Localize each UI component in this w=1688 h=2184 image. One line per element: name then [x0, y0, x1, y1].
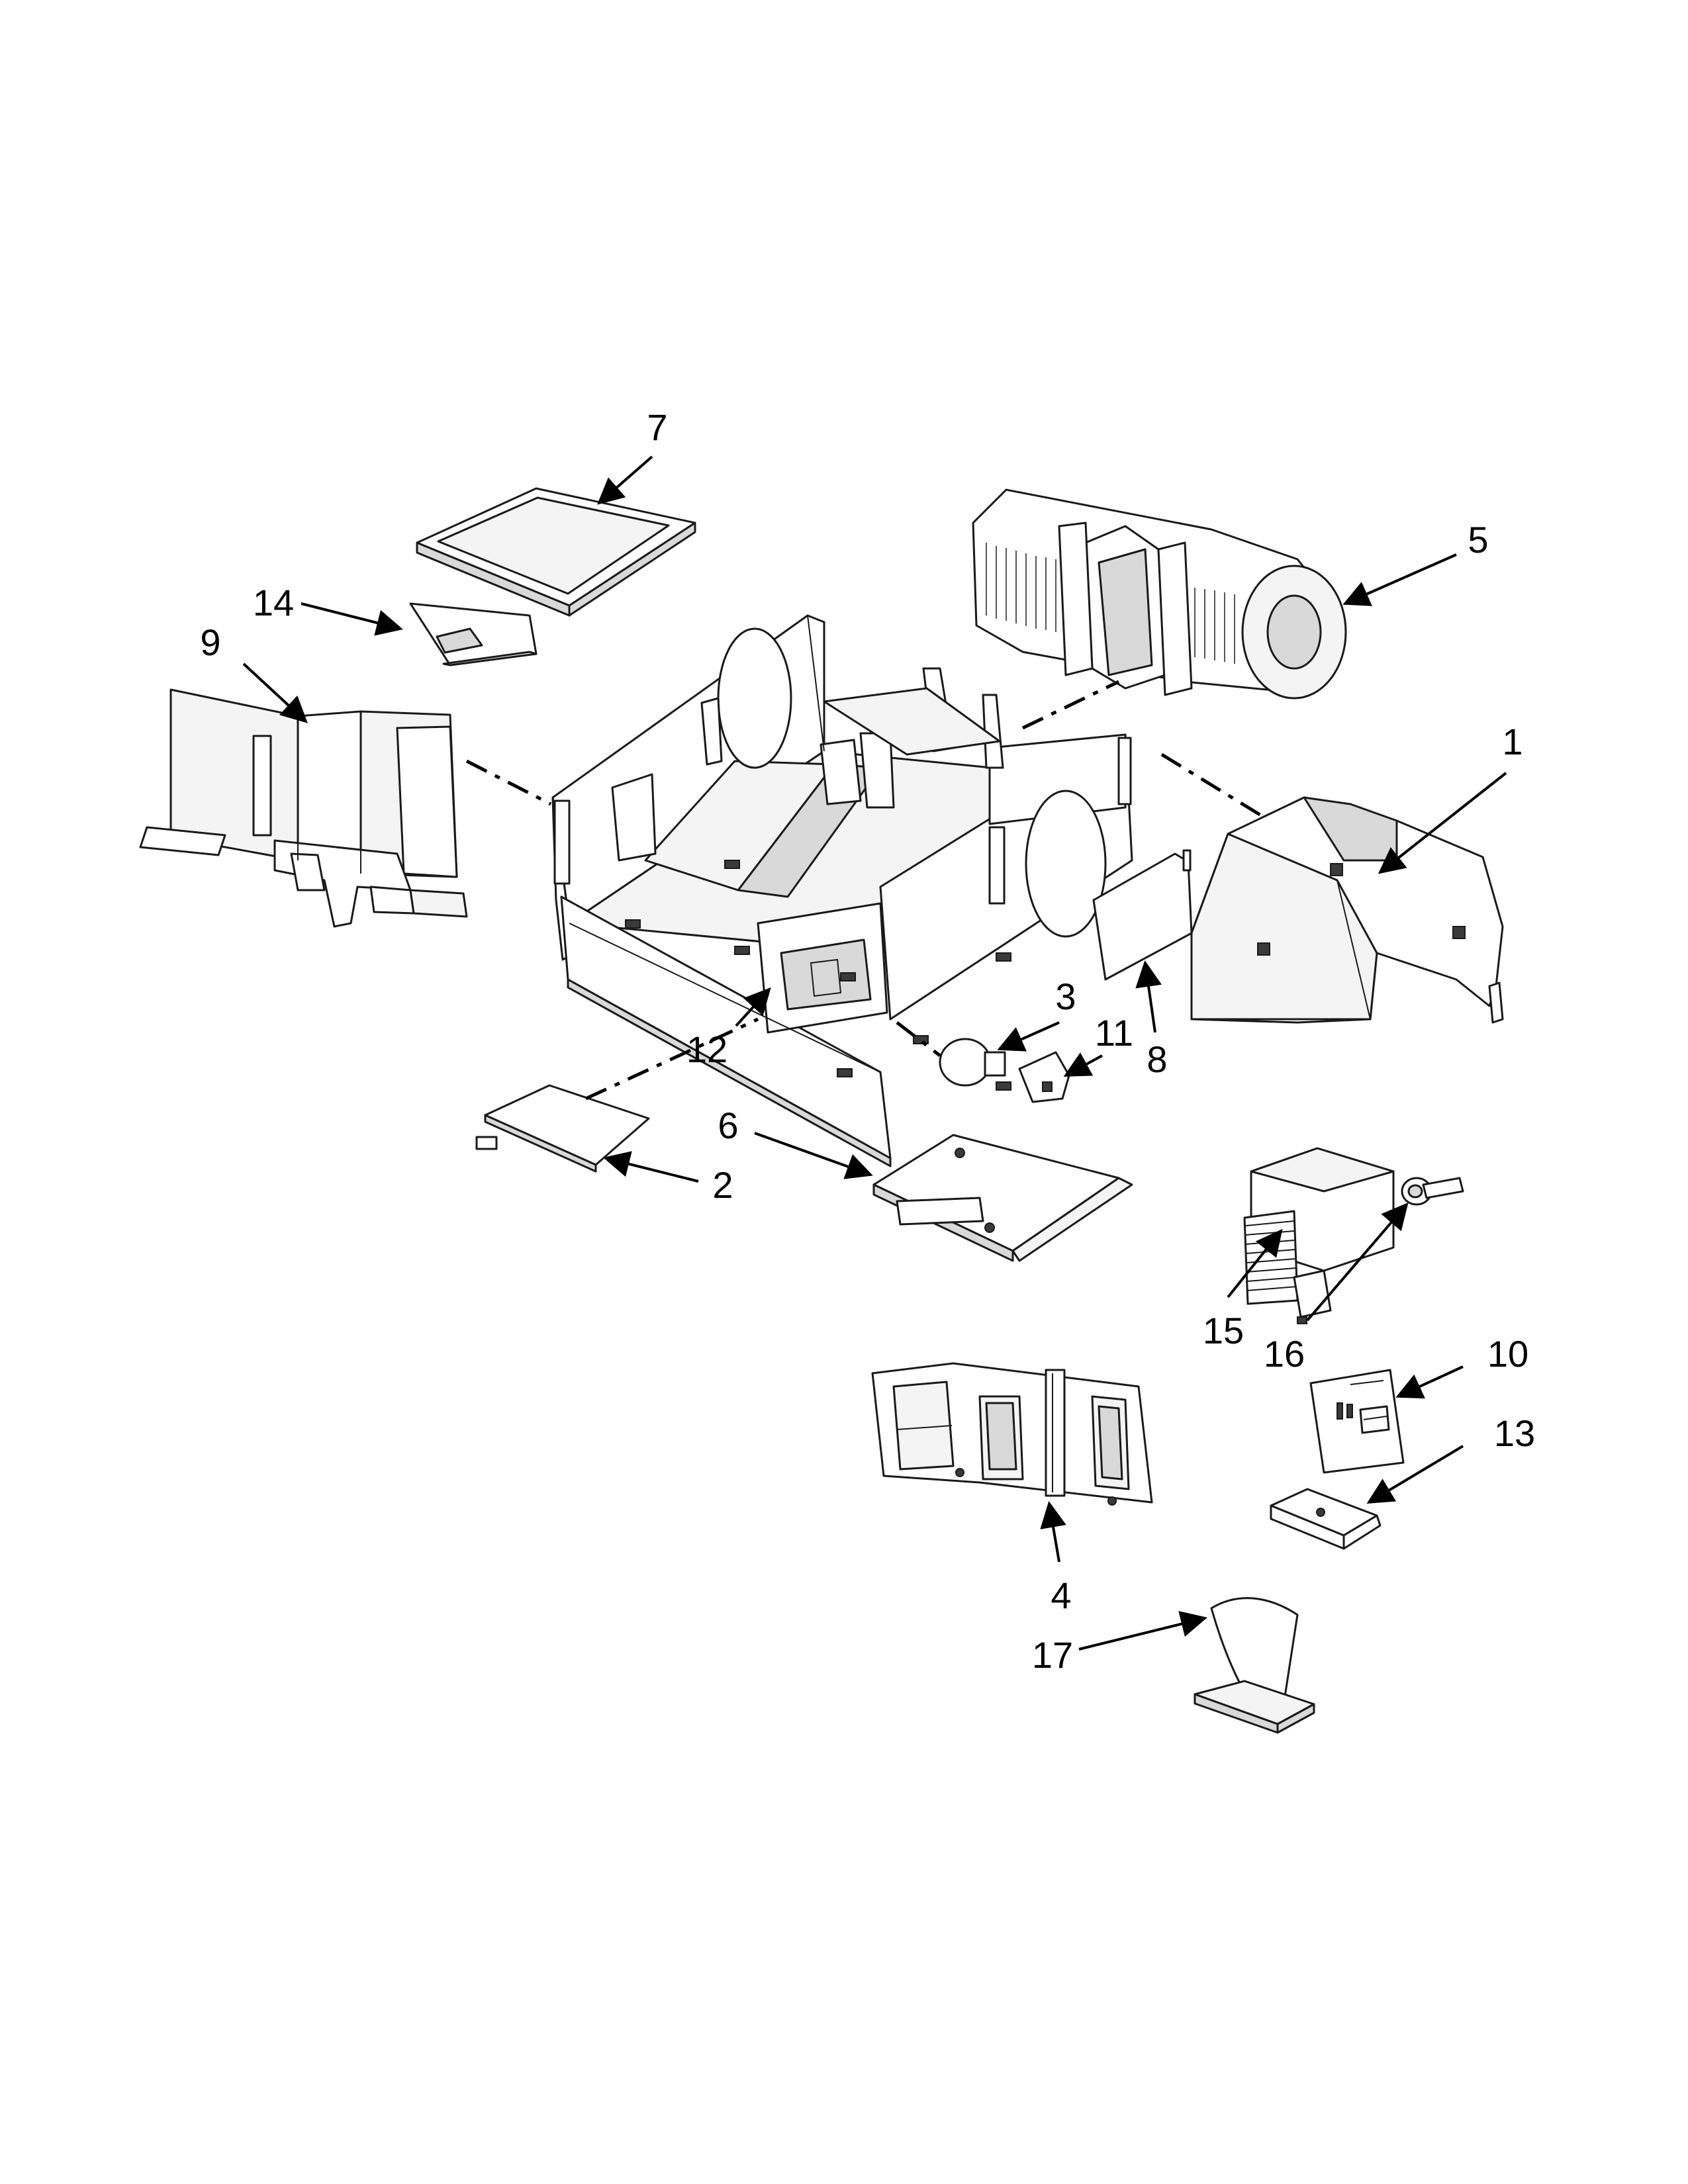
callout-11: 11 [1095, 1012, 1133, 1054]
part-14-grille-plate [409, 602, 538, 666]
leader-8 [1135, 960, 1162, 1033]
part-15-transformer [1243, 1147, 1395, 1324]
callout-12: 12 [686, 1028, 727, 1070]
part-4-vent-panel [871, 1362, 1153, 1506]
part-1-right-duct [1190, 796, 1504, 1024]
leader-3 [997, 1021, 1060, 1052]
part-11-lamp-socket [1018, 1051, 1070, 1103]
leader-17 [1078, 1611, 1207, 1651]
callout-2: 2 [712, 1164, 733, 1206]
part-16-thermostat [1401, 1177, 1464, 1206]
leader-2 [603, 1151, 699, 1183]
callout-14: 14 [253, 582, 294, 623]
callout-4: 4 [1051, 1574, 1071, 1616]
leader-4 [1040, 1501, 1066, 1563]
leader-10 [1395, 1365, 1464, 1399]
leader-7 [596, 455, 653, 505]
leader-11 [1063, 1052, 1103, 1077]
part-9-left-duct [139, 688, 468, 928]
callout-1: 1 [1502, 721, 1523, 762]
leader-1 [1378, 772, 1507, 874]
part-7-filter-frame [416, 487, 696, 617]
assembly-line-5 [1021, 680, 1120, 730]
leader-13 [1366, 1445, 1464, 1504]
leader-6 [754, 1132, 873, 1179]
leader-16 [1306, 1202, 1409, 1322]
callout-5: 5 [1468, 519, 1488, 561]
callout-labels: 7 14 9 5 1 3 11 8 12 2 6 15 16 10 13 4 1… [200, 406, 1535, 1676]
part-12-chassis [551, 614, 1133, 1167]
part-2-cover-plate [475, 1084, 650, 1173]
callout-7: 7 [647, 406, 667, 448]
callout-9: 9 [200, 621, 220, 663]
part-10-label-plate [1309, 1369, 1405, 1474]
leader-15 [1227, 1228, 1283, 1298]
part-17-duct-adapter [1194, 1597, 1315, 1734]
part-3-lamp-bulb [939, 1038, 1006, 1087]
assembly-line-2 [585, 1017, 759, 1101]
part-5-blower-motor [972, 488, 1347, 700]
part-8-side-panel [1092, 849, 1193, 981]
assembly-lines [465, 680, 1262, 1101]
part-13-bracket [1270, 1488, 1382, 1550]
callout-3: 3 [1055, 976, 1076, 1017]
assembly-line-1 [1160, 752, 1262, 817]
leader-9 [242, 662, 308, 723]
part-6-base-plate [872, 1134, 1133, 1262]
leader-5 [1342, 553, 1457, 606]
callout-8: 8 [1147, 1038, 1167, 1080]
assembly-line-3 [896, 1021, 941, 1057]
callout-17: 17 [1032, 1634, 1073, 1676]
callout-10: 10 [1487, 1333, 1528, 1375]
callout-6: 6 [718, 1105, 738, 1146]
assembly-line-9 [465, 759, 552, 806]
callout-15: 15 [1203, 1310, 1244, 1351]
leader-14 [301, 602, 403, 636]
leader-arrows [242, 455, 1507, 1651]
callout-13: 13 [1494, 1412, 1535, 1454]
leader-12 [735, 987, 771, 1027]
callout-16: 16 [1264, 1333, 1305, 1375]
